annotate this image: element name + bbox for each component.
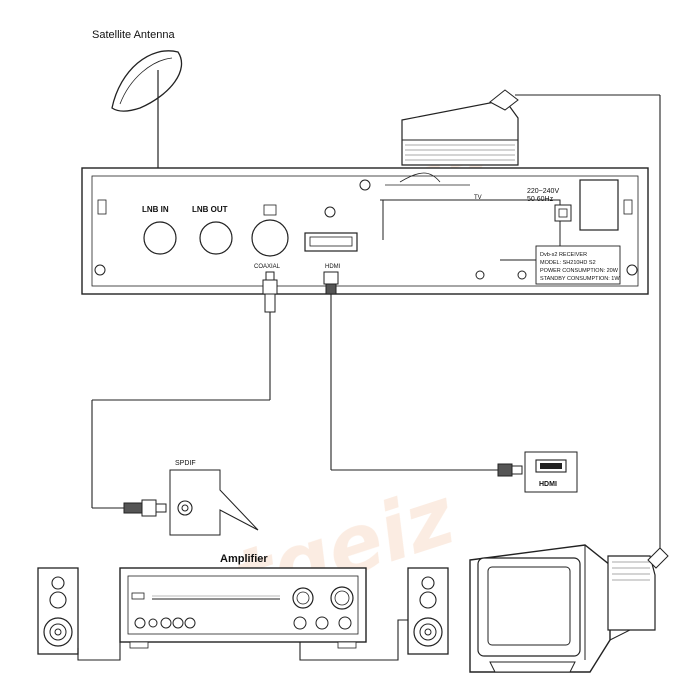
spdif-input: SPDIF: [169, 460, 259, 536]
tv-port-label: TV: [474, 195, 482, 201]
receiver-back-panel: LNB IN LNB OUT COAXIAL HDMI TV 220~240V …: [81, 167, 649, 295]
lnb-out-port: [199, 221, 233, 255]
power-switch: [579, 179, 619, 231]
lnb-in-port: [143, 221, 177, 255]
tv-hdmi-label: HDMI: [539, 481, 557, 488]
scart-plug-tv: [607, 547, 669, 631]
spdif-label: SPDIF: [175, 460, 196, 467]
hdmi-port-label: HDMI: [325, 264, 341, 270]
lnb-in-label: LNB IN: [142, 205, 169, 214]
coaxial-cable: [91, 271, 278, 517]
satellite-antenna-label: Satellite Antenna: [92, 29, 175, 41]
receiver-info-line4: STANDBY CONSUMPTION: 1W: [540, 276, 620, 282]
receiver-info-label: [535, 245, 621, 285]
speaker-right: [299, 567, 449, 661]
tv-hdmi-input: HDMI: [524, 451, 578, 493]
lnb-out-label: LNB OUT: [192, 205, 228, 214]
speaker-left: [37, 567, 121, 661]
receiver-info-line3: POWER CONSUMPTION: 20W: [540, 268, 619, 274]
coaxial-label: COAXIAL: [254, 264, 281, 270]
amplifier-label: Amplifier: [220, 553, 268, 565]
coaxial-port: [251, 219, 289, 257]
receiver-info-line1: Dvb-s2 RECEIVER: [540, 252, 587, 258]
scart-plug-top: [401, 89, 661, 560]
power-rating-line2: 50 60Hz: [527, 196, 554, 203]
television: [469, 544, 641, 673]
amplifier: Amplifier: [119, 553, 367, 649]
receiver-info-line2: MODEL: SH210HD S2: [540, 260, 596, 266]
power-rating-line1: 220~240V: [527, 188, 559, 195]
hdmi-cable: [323, 271, 523, 477]
